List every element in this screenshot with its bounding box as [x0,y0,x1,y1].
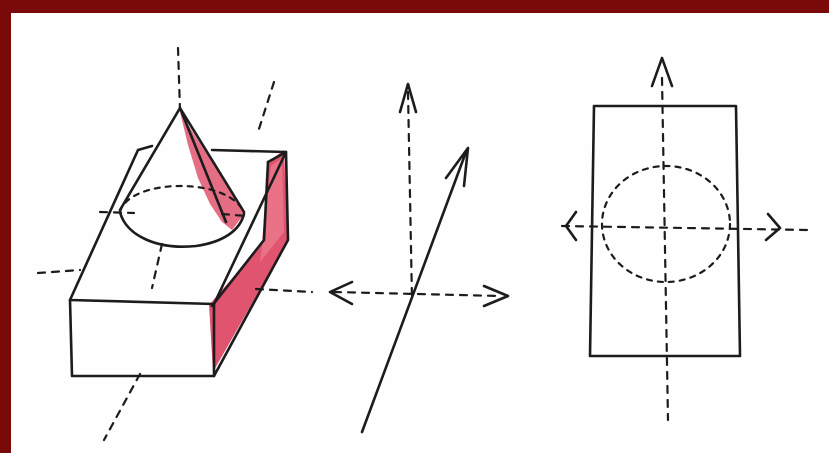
block-diagonal-axis-top [256,80,276,134]
top-view-vertical-axis [660,76,670,422]
cone-base-ellipse-front [118,210,246,248]
x-axis [332,290,502,298]
top-view-vertical-arrowhead [650,56,674,88]
x-axis-left-arrowhead [328,280,354,306]
block-side-face-light [260,158,284,262]
y-axis-arrowhead [444,146,470,188]
top-view-horizontal-axis [560,224,810,232]
z-axis [406,90,414,302]
x-axis-right-arrowhead [482,284,510,308]
z-axis-arrowhead [398,82,418,114]
cone-cut-edge [178,106,228,224]
top-view-projection [560,56,810,422]
top-view-left-arrowhead [564,210,578,242]
block-front-face-edges [68,298,216,378]
cone-vertical-axis [150,46,182,290]
block-right-face-edges [212,150,290,378]
block-horizontal-axis [36,268,82,275]
cone-base-ellipse-back [118,184,246,214]
top-view-rectangle [588,104,742,358]
block-diagonal-axis-bottom [102,372,142,442]
top-view-right-arrowhead [764,212,782,242]
top-view-circle [600,164,732,284]
block-inner-edge [210,160,270,308]
ellipse-horizontal-axis [98,210,248,218]
sketch-paper [11,13,829,453]
cone-cut-face [180,112,245,230]
isometric-block-with-cone [36,46,314,442]
y-axis [360,150,468,434]
coordinate-axes [328,82,510,434]
block-horizontal-axis-right [254,287,314,294]
block-top-face-edges [68,144,288,306]
